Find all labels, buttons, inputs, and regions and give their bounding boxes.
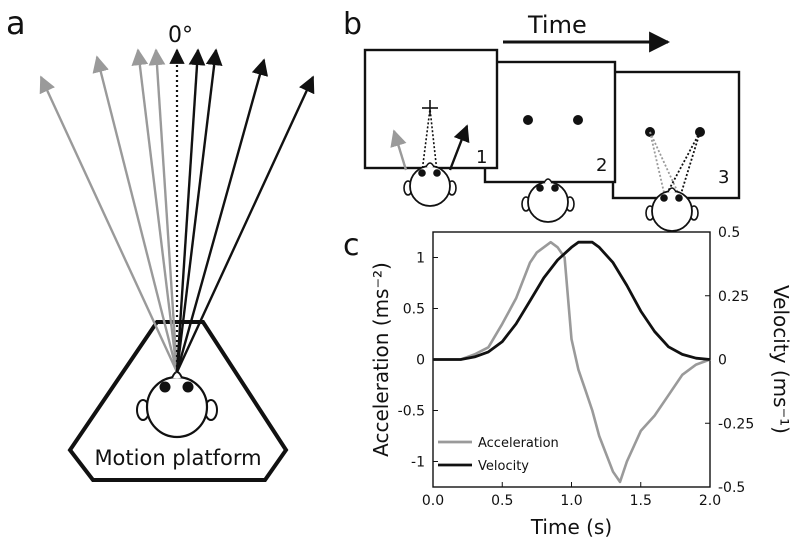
- plot-frame: [432, 231, 711, 488]
- frame-1-content: 1: [390, 100, 487, 173]
- arrow-icon: [175, 48, 206, 373]
- legend-label-acceleration: Acceleration: [478, 436, 559, 451]
- y-right-axis-label: Velocity (ms⁻¹): [769, 285, 793, 434]
- y-right-tick-label: 0.25: [718, 289, 749, 305]
- target-dot-icon: [523, 115, 533, 125]
- y-left-tick-label: 1: [416, 251, 425, 267]
- arrow-icon: [175, 75, 315, 373]
- frame-number-2: 2: [596, 155, 607, 176]
- y-right-tick-label: -0.5: [718, 480, 745, 496]
- panel-c: c 0.0 0.5 1.0 1.5 2.0 1 0.5 0 -0.5 -1 0.5 0.25 0 -0.2…: [343, 225, 793, 539]
- x-tick-label: 0.0: [422, 493, 444, 509]
- head-icon: [403, 162, 457, 207]
- time-label: Time: [527, 11, 587, 39]
- y-left-tick-label: 0.5: [403, 302, 425, 318]
- motion-platform-outline: [67, 320, 289, 482]
- y-right-tick-label: 0.5: [718, 225, 740, 241]
- x-tick-label: 2.0: [699, 493, 721, 509]
- chart: 0.0 0.5 1.0 1.5 2.0 1 0.5 0 -0.5 -1 0.5 0.25 0 -0.25 -…: [369, 225, 793, 539]
- motion-platform-label: Motion platform: [94, 446, 261, 470]
- head-icon: [645, 187, 699, 232]
- legend-label-velocity: Velocity: [478, 459, 529, 474]
- heading-arrows: [39, 48, 315, 373]
- panel-c-label: c: [343, 228, 360, 263]
- panel-b: b Time 1 2: [343, 7, 741, 232]
- target-dot-icon: [573, 115, 583, 125]
- frame-3: [611, 70, 741, 200]
- y-left-tick-label: -1: [411, 455, 425, 471]
- arrow-icon: [390, 129, 408, 171]
- panel-a-label: a: [6, 4, 26, 42]
- frame-number-3: 3: [718, 167, 729, 188]
- x-tick-label: 1.0: [560, 493, 582, 509]
- arrow-icon: [175, 48, 223, 373]
- frame-2: [483, 60, 617, 184]
- y-right-tick-label: -0.25: [718, 416, 754, 432]
- arrow-icon: [39, 75, 179, 373]
- y-right-tick-label: 0: [718, 353, 727, 369]
- head-icon: [521, 178, 575, 223]
- frame-number-1: 1: [476, 147, 487, 168]
- series-line-velocity: [433, 240, 711, 361]
- arrow-icon: [92, 55, 179, 373]
- y-left-axis-label: Acceleration (ms⁻²): [369, 262, 393, 457]
- arrow-icon: [148, 48, 179, 373]
- series-line-acceleration: [433, 240, 711, 484]
- frame-1: [363, 48, 499, 170]
- arrow-icon: [131, 48, 179, 373]
- arrow-icon: [175, 58, 269, 373]
- panel-a: a 0° Motion platform: [6, 4, 315, 482]
- heading-zero-label: 0°: [168, 23, 193, 48]
- x-tick-label: 0.5: [491, 493, 513, 509]
- panel-b-label: b: [343, 7, 362, 42]
- y-left-tick-label: 0: [416, 353, 425, 369]
- x-axis-label: Time (s): [530, 515, 612, 539]
- arrow-icon: [448, 124, 470, 171]
- head-icon: [136, 371, 218, 439]
- y-left-tick-label: -0.5: [398, 404, 425, 420]
- x-tick-label: 1.5: [630, 493, 652, 509]
